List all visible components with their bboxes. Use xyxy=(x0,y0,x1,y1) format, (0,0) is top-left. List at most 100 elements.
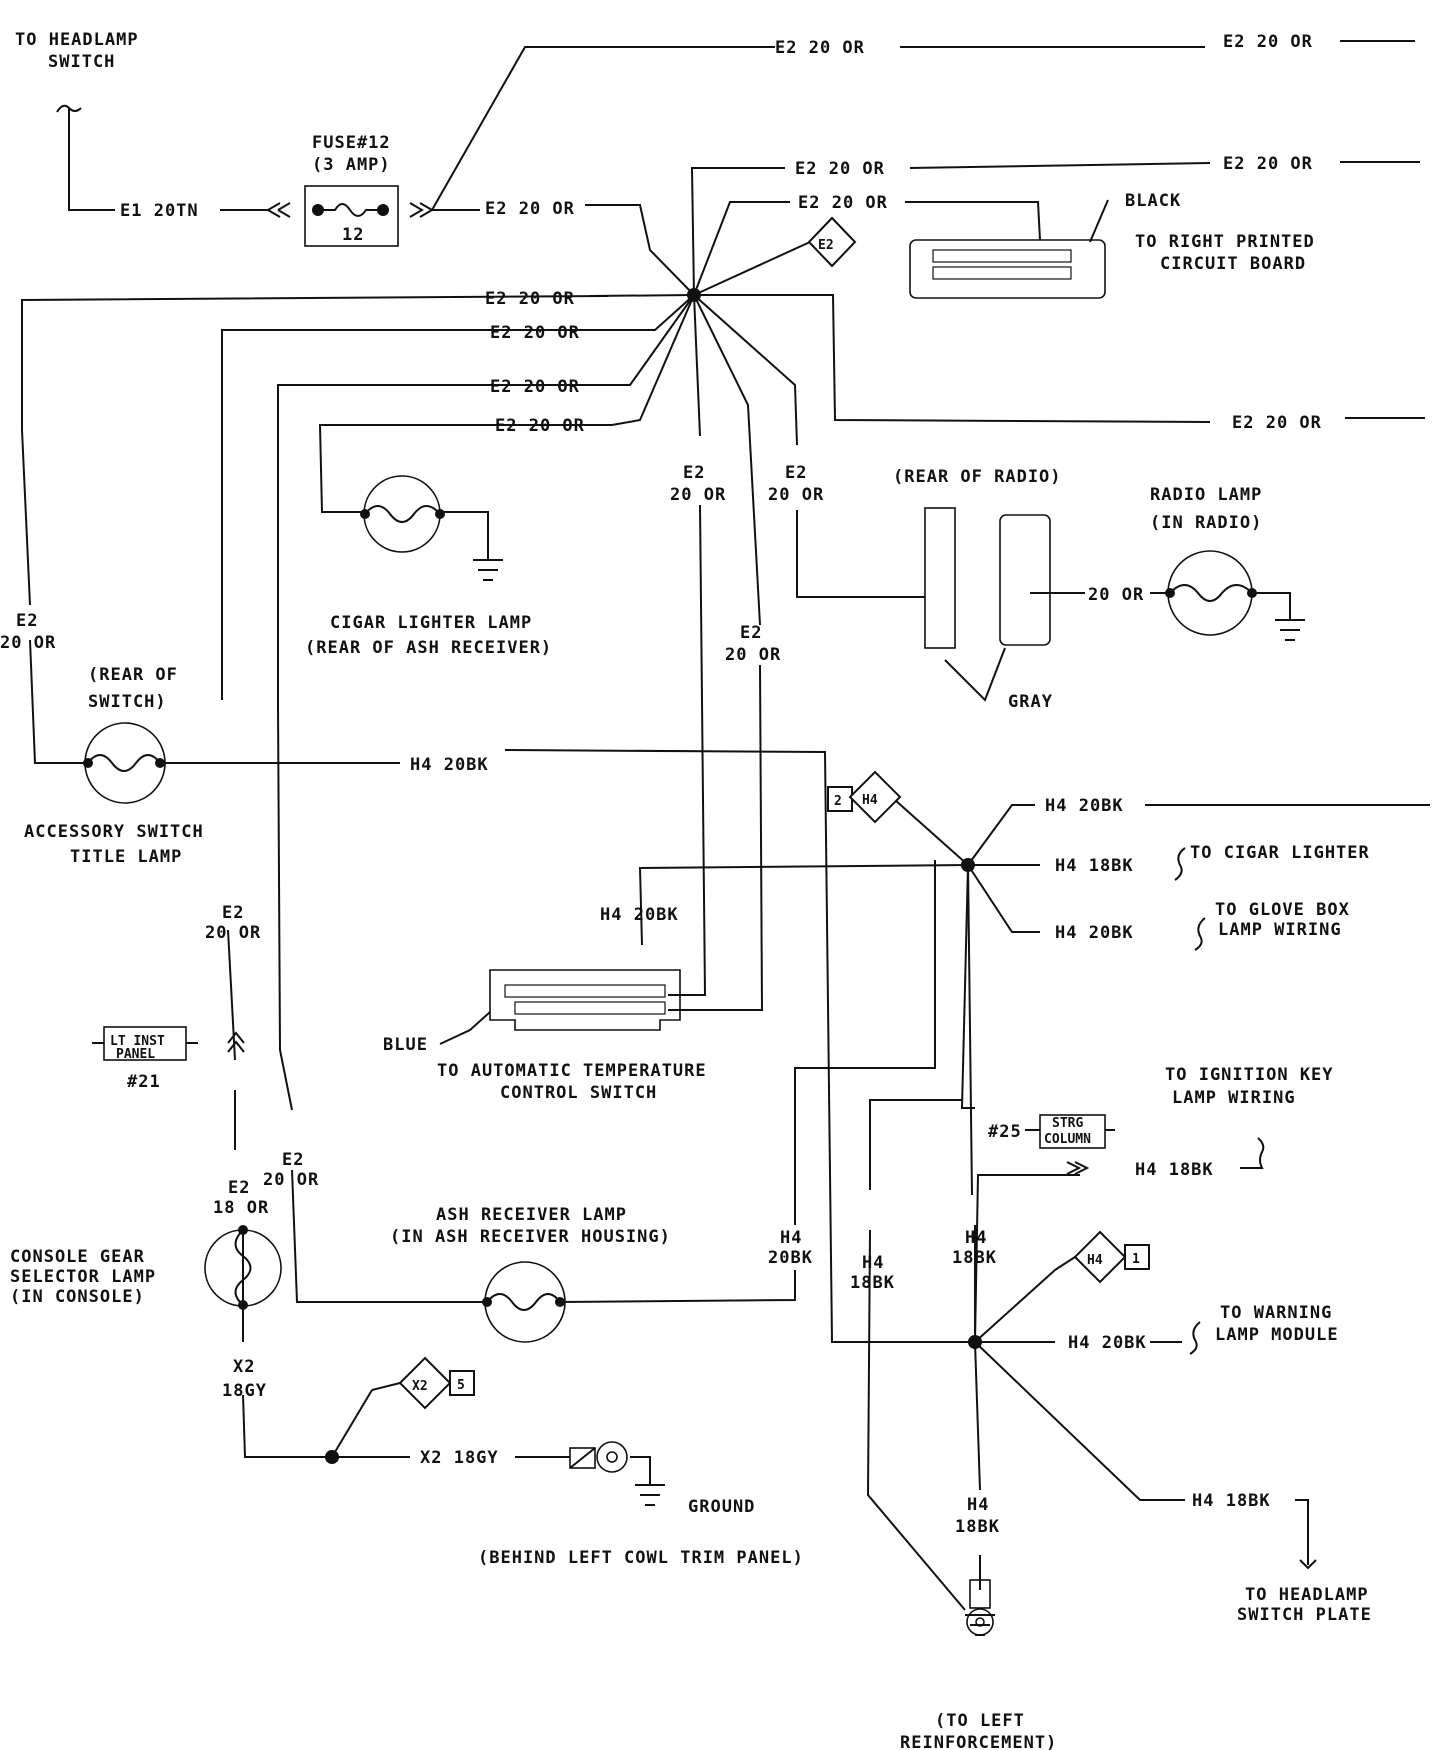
wire-label: E2 xyxy=(740,623,762,643)
to-cigar-lighter-label: TO CIGAR LIGHTER xyxy=(1190,843,1370,863)
wire-label: E2 20 OR xyxy=(1223,154,1313,174)
wire-label: E2 xyxy=(16,611,38,631)
connector-color-label: BLACK xyxy=(1125,191,1181,211)
ground-icon xyxy=(473,559,503,581)
splice-tags: E2 2 H4 H4 1 X2 5 xyxy=(371,216,1150,1410)
wire-label: E2 20 OR xyxy=(490,377,580,397)
accessory-switch-title-lamp xyxy=(83,722,166,804)
accessory-switch-title-lamp-label: TITLE LAMP xyxy=(70,847,182,867)
to-warning-lamp-module-label: LAMP MODULE xyxy=(1215,1325,1339,1345)
splice-dot xyxy=(968,1335,982,1349)
to-right-printed-circuit-board-label: CIRCUIT BOARD xyxy=(1160,254,1306,274)
to-glove-box-lamp-wiring-label: TO GLOVE BOX xyxy=(1215,900,1350,920)
ground-icon xyxy=(635,1484,665,1506)
wire-label: H4 xyxy=(965,1228,987,1248)
wire-label: E2 xyxy=(282,1150,304,1170)
wire-label: H4 18BK xyxy=(1055,856,1134,876)
wire-label: 20 OR xyxy=(670,485,726,505)
wire-label: H4 20BK xyxy=(1068,1333,1147,1353)
ground-eyelets xyxy=(569,1441,994,1636)
wire-label: 18BK xyxy=(850,1273,895,1293)
wire-label: 18BK xyxy=(955,1517,1000,1537)
wire-label: H4 20BK xyxy=(410,755,489,775)
wire-label: H4 xyxy=(862,1253,884,1273)
fuse-12: 12 xyxy=(267,185,434,247)
wire-label: H4 xyxy=(967,1495,989,1515)
rear-of-radio-label: (REAR OF RADIO) xyxy=(893,467,1062,487)
wire-label: 18GY xyxy=(222,1381,267,1401)
wire-label: E2 xyxy=(683,463,705,483)
splice-tag xyxy=(848,770,902,824)
to-headlamp-switch-plate-label: SWITCH PLATE xyxy=(1237,1605,1372,1625)
ash-receiver-lamp-label: ASH RECEIVER LAMP xyxy=(436,1205,627,1225)
console-gear-selector-lamp xyxy=(204,1225,282,1310)
wire-label: 20 OR xyxy=(725,645,781,665)
splice-tag-label: H4 xyxy=(862,793,878,808)
wire-label: E2 20 OR xyxy=(490,323,580,343)
connector-number-label: #25 xyxy=(988,1122,1022,1142)
ash-receiver-lamp-label: (IN ASH RECEIVER HOUSING) xyxy=(390,1227,671,1247)
connector-marks xyxy=(92,847,1265,1355)
fuse-label: (3 AMP) xyxy=(312,155,391,175)
wire-label: H4 20BK xyxy=(1055,923,1134,943)
radio-lamp xyxy=(1165,550,1257,636)
wire-label: E2 20 OR xyxy=(775,38,865,58)
wire-label: X2 xyxy=(233,1357,255,1377)
rear-of-switch-label: (REAR OF xyxy=(88,665,178,685)
ground-label: GROUND xyxy=(688,1497,755,1517)
to-left-reinforcement-label: REINFORCEMENT) xyxy=(900,1733,1057,1750)
wire-label: E1 20TN xyxy=(120,201,199,221)
rear-of-switch-label: SWITCH) xyxy=(88,692,167,712)
wire-label: H4 18BK xyxy=(1135,1160,1214,1180)
lt-inst-panel-label: PANEL xyxy=(116,1047,155,1062)
radio-lamp-label: (IN RADIO) xyxy=(1150,513,1262,533)
wire-label: E2 xyxy=(222,903,244,923)
wire-label: 20 OR xyxy=(205,923,261,943)
automatic-temperature-control-switch-connector xyxy=(439,969,681,1045)
behind-left-cowl-trim-panel-label: (BEHIND LEFT COWL TRIM PANEL) xyxy=(478,1548,804,1568)
wire-label: E2 20 OR xyxy=(1232,413,1322,433)
splice-tag-label: X2 xyxy=(412,1379,428,1394)
lt-inst-panel-label: LT INST xyxy=(110,1034,165,1049)
splice-tag xyxy=(807,216,857,268)
to-automatic-temperature-control-switch-label: CONTROL SWITCH xyxy=(500,1083,657,1103)
splice-tag-number: 1 xyxy=(1132,1252,1140,1267)
strg-column-label: COLUMN xyxy=(1044,1132,1091,1147)
fuse-number: 12 xyxy=(342,225,364,245)
to-left-reinforcement-label: (TO LEFT xyxy=(935,1711,1025,1731)
cigar-lighter-lamp-label: (REAR OF ASH RECEIVER) xyxy=(305,638,552,658)
wire-label: 18BK xyxy=(952,1248,997,1268)
to-ignition-key-lamp-wiring-label: LAMP WIRING xyxy=(1172,1088,1296,1108)
wire-label: 20BK xyxy=(768,1248,813,1268)
cigar-lighter-lamp xyxy=(360,475,445,553)
console-gear-selector-lamp-label: SELECTOR LAMP xyxy=(10,1267,156,1287)
wire-label: H4 20BK xyxy=(600,905,679,925)
splice-tag xyxy=(398,1356,452,1410)
right-printed-circuit-board-connector xyxy=(909,199,1109,299)
connector-color-label: BLUE xyxy=(383,1035,428,1055)
wire-label: X2 18GY xyxy=(420,1448,499,1468)
radio-connector xyxy=(924,507,1051,702)
wire-labels: TO HEADLAMP SWITCH E1 20TN FUSE#12 (3 AM… xyxy=(0,30,1372,1750)
radio-lamp-label: RADIO LAMP xyxy=(1150,485,1262,505)
to-glove-box-lamp-wiring-label: LAMP WIRING xyxy=(1218,920,1342,940)
splice-tag-label: H4 xyxy=(1087,1253,1103,1268)
wire-label: 20 OR xyxy=(1088,585,1144,605)
splice-tag-number: 5 xyxy=(457,1378,465,1393)
wire-label: E2 xyxy=(785,463,807,483)
connector-number-label: #21 xyxy=(127,1072,161,1092)
to-automatic-temperature-control-switch-label: TO AUTOMATIC TEMPERATURE xyxy=(437,1061,707,1081)
wire-label: E2 xyxy=(228,1178,250,1198)
to-headlamp-switch-plate-label: TO HEADLAMP xyxy=(1245,1585,1369,1605)
wires xyxy=(21,40,1430,1611)
wire-label: 20 OR xyxy=(263,1170,319,1190)
wire-label: H4 xyxy=(780,1228,802,1248)
wire-label: 20 OR xyxy=(0,633,56,653)
accessory-switch-title-lamp-label: ACCESSORY SWITCH xyxy=(24,822,204,842)
to-right-printed-circuit-board-label: TO RIGHT PRINTED xyxy=(1135,232,1315,252)
wire-label: E2 20 OR xyxy=(795,159,885,179)
wire-label: 18 OR xyxy=(213,1198,269,1218)
connector-color-label: GRAY xyxy=(1008,692,1053,712)
splice-tag-label: E2 xyxy=(818,238,834,253)
